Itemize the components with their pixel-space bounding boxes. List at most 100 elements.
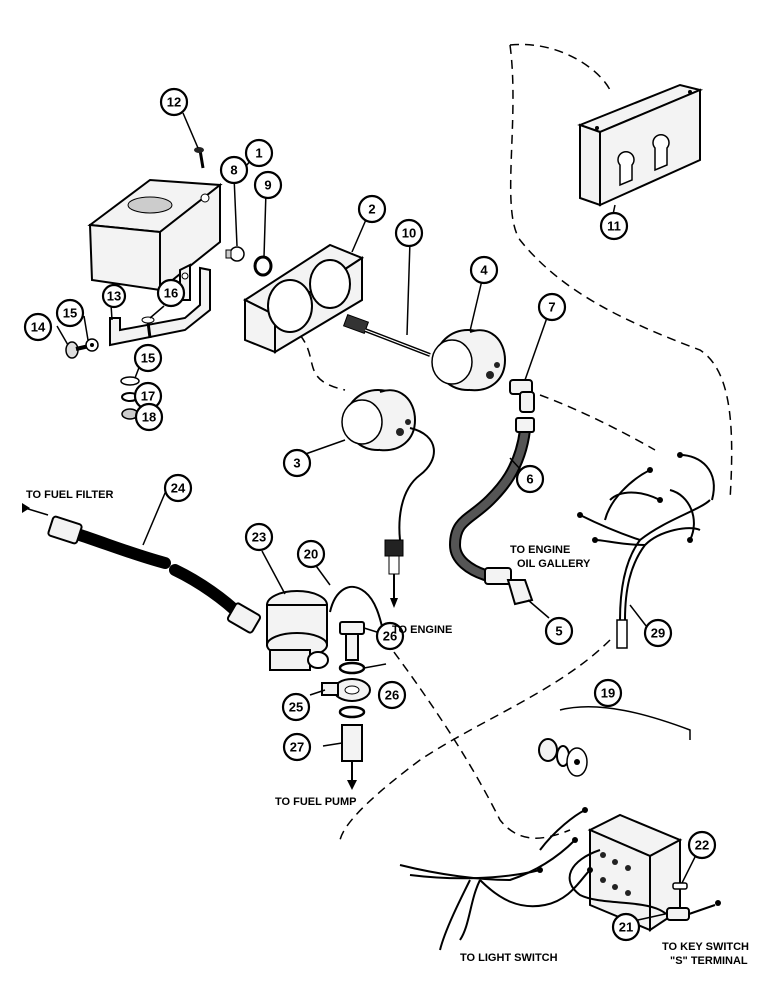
svg-text:11: 11 (607, 219, 621, 234)
svg-text:20: 20 (304, 547, 318, 562)
svg-text:27: 27 (290, 740, 304, 755)
callout-8: 8 (219, 155, 249, 185)
svg-text:5: 5 (555, 624, 562, 639)
callout-2: 2 (357, 194, 387, 224)
lower-harness (399, 807, 593, 951)
gauge-panel-2 (242, 243, 365, 354)
callout-4: 4 (469, 255, 499, 285)
callout-25: 25 (281, 692, 311, 722)
label-key-switch-1: TO KEY SWITCH (662, 941, 749, 953)
callout-11: 11 (599, 211, 629, 241)
svg-text:18: 18 (142, 410, 156, 425)
relay-bracket-line (559, 706, 691, 740)
label-engine: TO ENGINE (392, 624, 452, 636)
callout-16: 16 (156, 278, 186, 308)
gauge-4 (431, 329, 507, 392)
elbow-fitting-7 (509, 379, 535, 413)
washer-26-lower (338, 705, 366, 719)
callout-19: 19 (593, 678, 623, 708)
callout-7: 7 (537, 292, 567, 322)
callout-5: 5 (544, 616, 574, 646)
callout-21: 21 (611, 912, 641, 942)
callout-26a: 26 (375, 621, 405, 651)
dashed-harness-line (339, 639, 611, 841)
svg-text:2: 2 (368, 202, 375, 217)
wire-20 (329, 585, 386, 641)
callout-24: 24 (163, 473, 193, 503)
callout-12: 12 (159, 87, 189, 117)
svg-text:23: 23 (252, 530, 266, 545)
svg-text:13: 13 (107, 289, 121, 304)
mounting-plate-11 (577, 83, 704, 207)
svg-text:3: 3 (293, 456, 300, 471)
callout-20: 20 (296, 539, 326, 569)
key-switch-wire-21 (568, 849, 721, 921)
label-fuel-pump: TO FUEL PUMP (275, 796, 357, 808)
fitting-27 (341, 724, 363, 790)
callout-27: 27 (282, 732, 312, 762)
callout-15a: 15 (55, 298, 85, 328)
svg-text:10: 10 (402, 226, 416, 241)
label-key-switch-2: "S" TERMINAL (670, 955, 748, 967)
callout-9: 9 (253, 170, 283, 200)
svg-text:15: 15 (141, 351, 155, 366)
dashed-group-outline (509, 43, 733, 501)
oil-line-6 (448, 417, 535, 581)
svg-text:4: 4 (480, 263, 488, 278)
banjo-bolt-28 (339, 621, 365, 661)
svg-text:26: 26 (383, 629, 397, 644)
leader-lines (56, 112, 697, 921)
callout-3: 3 (282, 448, 312, 478)
callout-13: 13 (101, 283, 127, 309)
label-engine-oil-2: OIL GALLERY (517, 558, 591, 570)
svg-text:29: 29 (651, 626, 665, 641)
callout-1: 1 (244, 138, 274, 168)
dashed-gauge-line (299, 334, 346, 391)
svg-text:14: 14 (31, 320, 46, 335)
callout-23: 23 (244, 522, 274, 552)
callout-17: 17 (133, 381, 163, 411)
svg-text:25: 25 (289, 700, 303, 715)
svg-text:22: 22 (695, 838, 709, 853)
svg-text:12: 12 (167, 95, 181, 110)
callout-14: 14 (23, 312, 53, 342)
svg-text:16: 16 (164, 286, 178, 301)
svg-text:7: 7 (548, 300, 555, 315)
label-light-switch: TO LIGHT SWITCH (460, 952, 558, 964)
washer-26-upper (338, 661, 366, 675)
washer-15 (85, 338, 99, 352)
callout-26b: 26 (377, 680, 407, 710)
wire-harness-29 (577, 452, 715, 649)
svg-text:24: 24 (171, 481, 186, 496)
gauge-3 (341, 389, 417, 452)
washer-15-lower (120, 376, 140, 386)
svg-text:6: 6 (526, 472, 533, 487)
banjo-fitting-25 (321, 678, 371, 702)
cable-10 (342, 313, 431, 357)
screw-12 (194, 147, 205, 169)
svg-text:1: 1 (255, 146, 262, 161)
fuel-solenoid-23 (266, 590, 329, 671)
svg-text:26: 26 (385, 688, 399, 703)
nut-washer-set (538, 738, 588, 777)
callout-22: 22 (687, 830, 717, 860)
ring-9 (253, 255, 273, 277)
svg-text:21: 21 (619, 920, 633, 935)
callout-18: 18 (134, 402, 164, 432)
callout-10: 10 (394, 218, 424, 248)
relay-19 (587, 813, 683, 932)
fuel-hose-24 (22, 503, 262, 634)
label-fuel-filter: TO FUEL FILTER (26, 489, 113, 501)
svg-text:9: 9 (264, 178, 271, 193)
terminal-22 (672, 882, 688, 890)
callout-6: 6 (515, 464, 545, 494)
gauge-housing-box (87, 178, 223, 293)
callout-15b: 15 (133, 343, 163, 373)
dashed-oil-line (539, 394, 656, 451)
screw-16 (141, 316, 155, 339)
svg-text:19: 19 (601, 686, 615, 701)
elbow-fitting-5 (484, 567, 534, 606)
temp-sender-wire (384, 427, 435, 608)
svg-text:17: 17 (141, 389, 155, 404)
